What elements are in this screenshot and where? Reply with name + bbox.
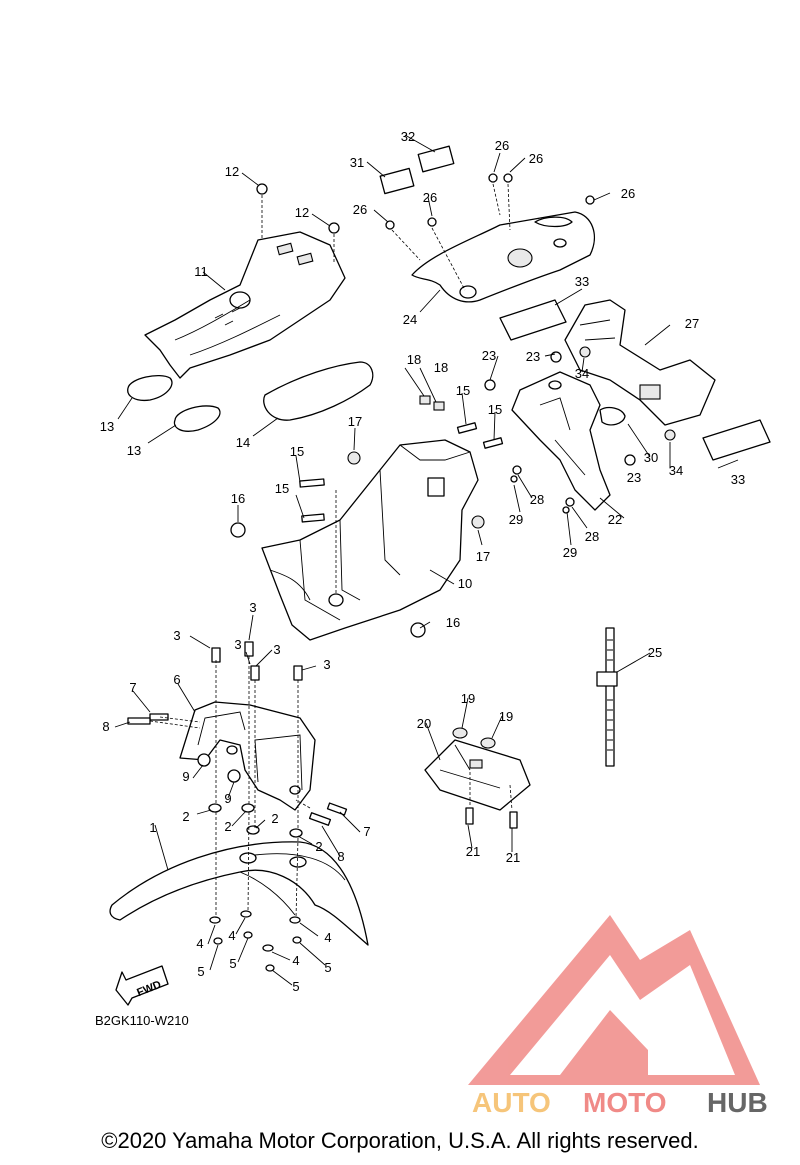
leader-lines [114, 134, 739, 986]
callout: 5 [324, 960, 331, 975]
callout: 6 [173, 672, 180, 687]
logo-word-auto: AUTO [472, 1087, 551, 1118]
callout: 28 [530, 492, 544, 507]
callout: 28 [585, 529, 599, 544]
callout: 26 [621, 186, 635, 201]
part-mat-14 [263, 361, 374, 421]
logo-word-hub: HUB [707, 1087, 768, 1118]
part-pad-13a [127, 374, 173, 402]
callout: 34 [575, 366, 589, 381]
callout: 23 [627, 470, 641, 485]
callout: 2 [271, 811, 278, 826]
callout: 4 [196, 936, 203, 951]
callout: 4 [324, 930, 331, 945]
callout-labels: 32 31 26 26 26 26 26 24 12 12 11 13 13 1… [100, 129, 745, 994]
callout: 3 [323, 657, 330, 672]
callout: 30 [644, 450, 658, 465]
callout: 9 [224, 791, 231, 806]
callout: 31 [350, 155, 364, 170]
callout: 29 [509, 512, 523, 527]
callout: 2 [315, 839, 322, 854]
callout: 2 [182, 809, 189, 824]
part-license-bracket [511, 371, 611, 511]
part-fender-brace [179, 701, 316, 811]
callout: 7 [129, 680, 136, 695]
callout: 11 [194, 264, 208, 279]
callout: 26 [529, 151, 543, 166]
callout: 15 [456, 383, 470, 398]
callout: 8 [102, 719, 109, 734]
callout: 14 [236, 435, 250, 450]
callout: 18 [434, 360, 448, 375]
callout: 16 [231, 491, 245, 506]
callout: 7 [363, 824, 370, 839]
callout: 21 [506, 850, 520, 865]
callout: 27 [685, 316, 699, 331]
part-reflector-33a [499, 299, 567, 341]
callout: 15 [275, 481, 289, 496]
part-reflector-33b [702, 419, 771, 461]
callout: 8 [337, 849, 344, 864]
callout: 15 [290, 444, 304, 459]
callout: 4 [292, 953, 299, 968]
callout: 26 [423, 190, 437, 205]
part-label-31 [379, 167, 415, 195]
callout: 32 [401, 129, 415, 144]
callout: 12 [225, 164, 239, 179]
part-washer-30 [599, 406, 626, 426]
callout: 4 [228, 928, 235, 943]
part-tail-tray [144, 231, 346, 379]
callout: 23 [482, 348, 496, 363]
automotohub-logo [468, 915, 760, 1085]
callout: 3 [173, 628, 180, 643]
callout: 9 [182, 769, 189, 784]
callout: 17 [348, 414, 362, 429]
callout: 5 [197, 964, 204, 979]
callout: 15 [488, 402, 502, 417]
callout: 3 [249, 600, 256, 615]
callout: 18 [407, 352, 421, 367]
callout: 22 [608, 512, 622, 527]
callout: 25 [648, 645, 662, 660]
callout: 5 [229, 956, 236, 971]
copyright-notice: ©2020 Yamaha Motor Corporation, U.S.A. A… [101, 1128, 699, 1153]
callout: 19 [499, 709, 513, 724]
callout: 26 [495, 138, 509, 153]
callout: 24 [403, 312, 417, 327]
callout: 13 [100, 419, 114, 434]
callout: 34 [669, 463, 683, 478]
callout: 19 [461, 691, 475, 706]
callout: 23 [526, 349, 540, 364]
fwd-arrow-icon [115, 965, 169, 1006]
callout: 20 [417, 716, 431, 731]
callout: 16 [446, 615, 460, 630]
callout: 33 [731, 472, 745, 487]
callout: 3 [234, 637, 241, 652]
callout: 29 [563, 545, 577, 560]
callout: 1 [149, 820, 156, 835]
part-bracket-20 [424, 739, 531, 811]
part-tail-body [261, 439, 479, 641]
diagram-reference-code: B2GK110-W210 [95, 1013, 189, 1028]
callout: 21 [466, 844, 480, 859]
callout: 3 [273, 642, 280, 657]
callout: 17 [476, 549, 490, 564]
logo-word-moto: MOTO [583, 1087, 666, 1118]
callout: 26 [353, 202, 367, 217]
callout: 2 [224, 819, 231, 834]
part-plate-holder [564, 299, 716, 426]
part-cable-tie [596, 627, 618, 767]
callout: 33 [575, 274, 589, 289]
part-front-fender [109, 841, 369, 946]
part-pad-13b [173, 405, 221, 432]
callout: 12 [295, 205, 309, 220]
callout: 13 [127, 443, 141, 458]
part-label-32 [417, 145, 455, 173]
parts-diagram: AUTO MOTO HUB [95, 129, 771, 1118]
callout: 5 [292, 979, 299, 994]
callout: 10 [458, 576, 472, 591]
part-rear-cowl [411, 211, 595, 303]
